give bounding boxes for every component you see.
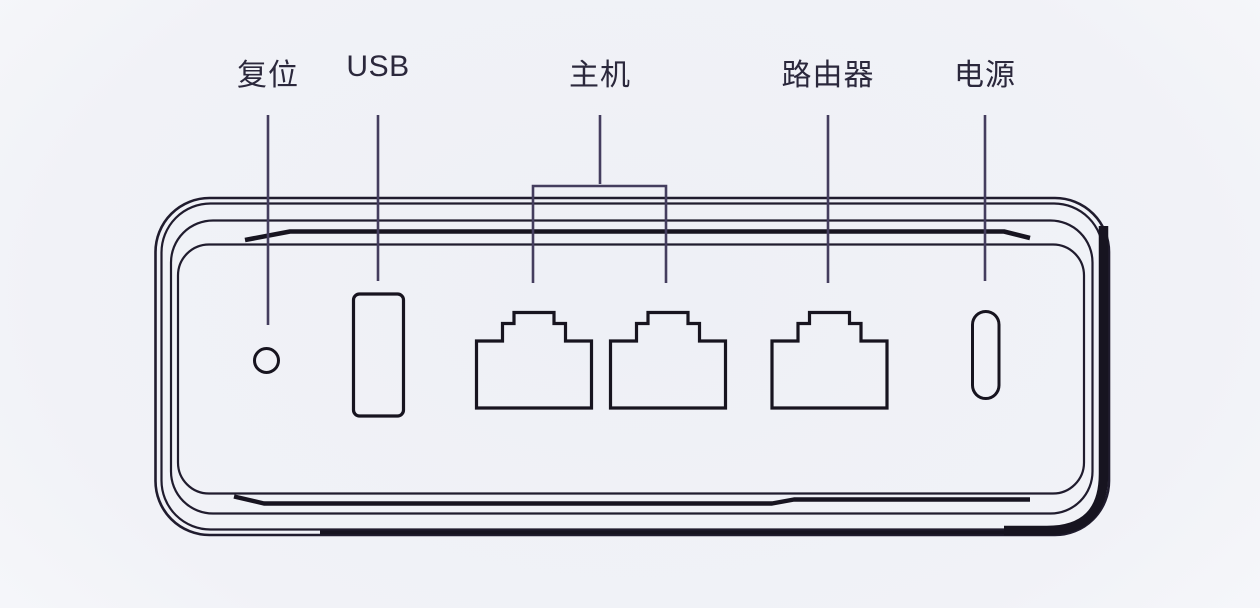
- outer-shell-outline: [154, 196, 1111, 537]
- reset-pinhole: [253, 347, 280, 374]
- right-edge-shadow: [1004, 226, 1109, 536]
- leader-lines: [266, 115, 987, 325]
- front-panel-outline: [176, 243, 1086, 495]
- label-host: 主机: [569, 59, 631, 92]
- leader-host-bracket: [531, 184, 668, 283]
- device-body: [154, 196, 1111, 537]
- label-reset: 复位: [237, 59, 299, 92]
- label-router: 路由器: [781, 59, 875, 92]
- host-ethernet-port-1: [474, 310, 594, 410]
- top-groove-line: [244, 229, 1031, 243]
- label-power: 电源: [954, 59, 1016, 92]
- outer-shell-inner-line: [160, 202, 1105, 531]
- mid-shell-outline: [169, 219, 1094, 515]
- usb-port: [351, 292, 406, 418]
- router-ethernet-port: [770, 310, 889, 410]
- host-ethernet-port-2: [608, 310, 728, 410]
- ports: [253, 292, 1001, 418]
- bottom-groove-line: [233, 494, 1030, 506]
- label-usb: USB: [346, 50, 410, 83]
- power-port: [971, 310, 1001, 400]
